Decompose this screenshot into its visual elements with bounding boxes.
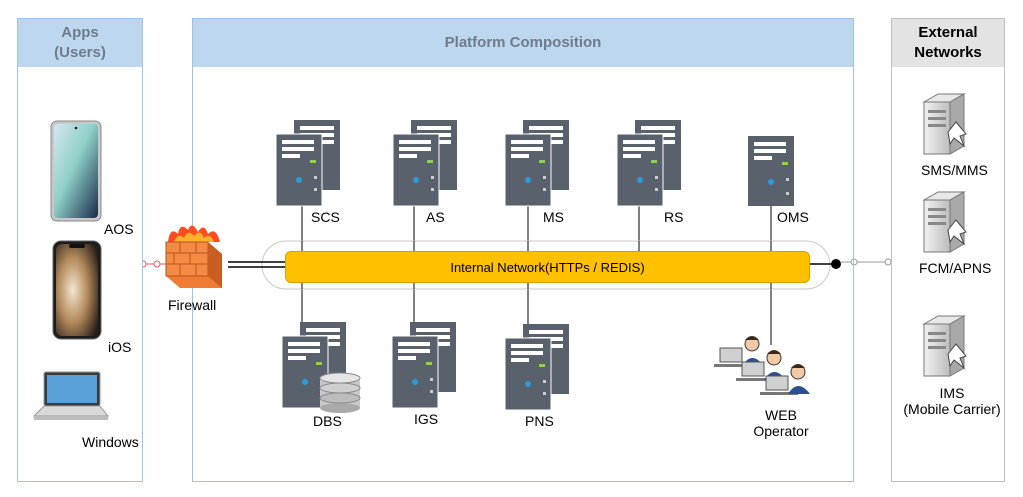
apps-title-line2: (Users) — [54, 44, 106, 61]
ims-label-line2: (Mobile Carrier) — [903, 401, 1001, 417]
aos-label: AOS — [104, 221, 134, 237]
server-icon-pns — [504, 324, 573, 417]
ios-label: iOS — [108, 339, 132, 355]
laptop-icon — [32, 370, 110, 427]
android-phone-icon — [50, 120, 102, 227]
ims-label-line1: IMS — [939, 385, 965, 401]
platform-title: Platform Composition — [444, 34, 602, 51]
external-title-line2: Networks — [914, 44, 982, 61]
server-label-oms: OMS — [777, 209, 809, 225]
server-label-igs: IGS — [414, 411, 439, 427]
iphone-icon — [52, 240, 102, 345]
server-label-ms: MS — [543, 209, 564, 225]
server-label-scs: SCS — [311, 209, 340, 225]
web-operator-label: WEB Operator — [748, 407, 814, 439]
sms-mms-server-icon — [918, 92, 974, 163]
network-label: Internal Network(HTTPs / REDIS) — [450, 259, 645, 275]
apps-title-line1: Apps — [61, 24, 99, 41]
firewall-icon — [160, 220, 230, 297]
fcm-apns-label: FCM/APNS — [919, 260, 992, 276]
ims-server-icon — [918, 314, 974, 385]
server-icon-ms — [504, 120, 573, 213]
fcm-apns-server-icon — [918, 190, 974, 261]
database-icon — [318, 372, 362, 419]
windows-label: Windows — [82, 434, 139, 450]
sms-mms-label: SMS/MMS — [921, 162, 988, 178]
server-label-dbs: DBS — [313, 413, 342, 429]
external-title-line1: External — [918, 24, 978, 41]
server-label-pns: PNS — [525, 413, 554, 429]
firewall-label: Firewall — [168, 297, 217, 313]
server-label-rs: RS — [664, 209, 684, 225]
web-operator-line1: WEB — [765, 407, 797, 423]
ims-label: IMS (Mobile Carrier) — [899, 385, 1005, 417]
internal-network-bus: Internal Network(HTTPs / REDIS) — [285, 251, 810, 283]
server-icon-scs — [275, 120, 344, 213]
apps-panel-header: Apps (Users) — [18, 19, 142, 67]
external-panel-header: External Networks — [892, 19, 1004, 67]
server-icon-as — [392, 120, 461, 213]
server-icon-igs — [391, 322, 460, 415]
server-icon-rs — [616, 120, 685, 213]
platform-panel-header: Platform Composition — [193, 19, 853, 67]
server-icon-oms — [748, 136, 796, 213]
web-operator-line2: Operator — [753, 423, 809, 439]
platform-panel: Platform Composition — [192, 18, 854, 482]
server-label-as: AS — [426, 209, 445, 225]
web-operators-icon — [712, 330, 830, 405]
